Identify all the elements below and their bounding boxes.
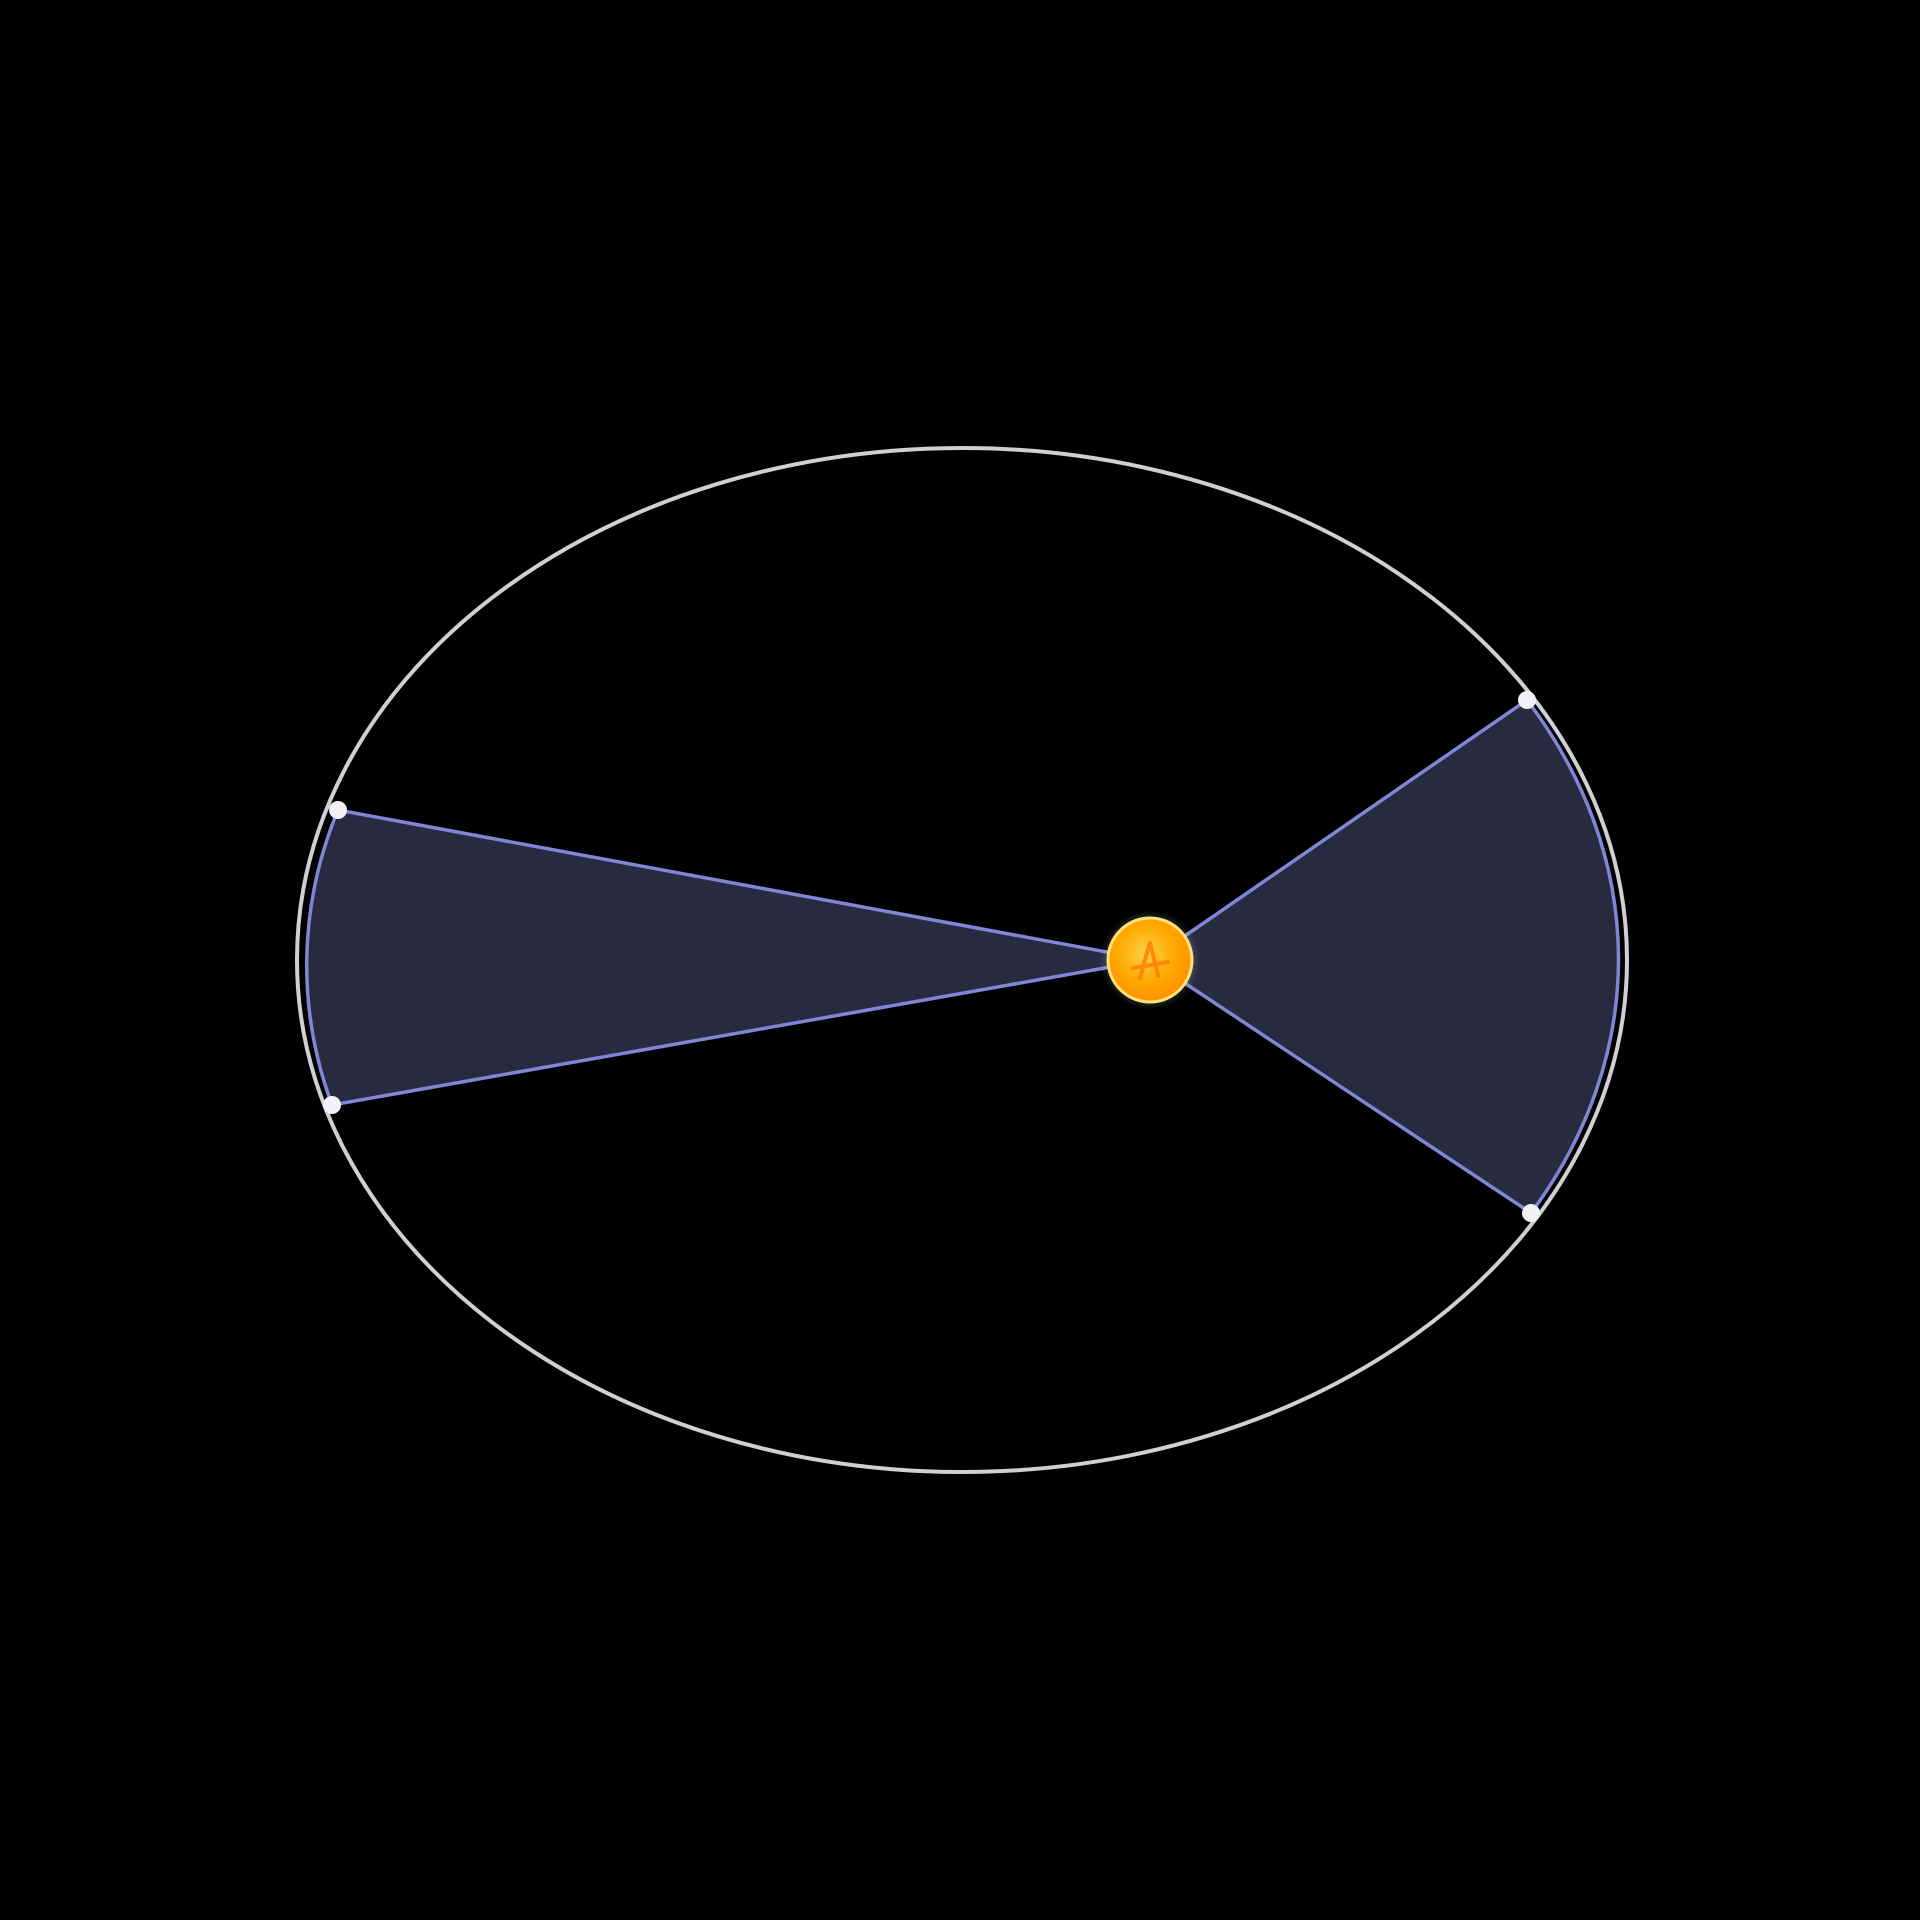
- planet-dot-icon: [323, 1096, 341, 1114]
- planet-dot-icon: [1522, 1204, 1540, 1222]
- planet-positions: [323, 691, 1540, 1222]
- planet-dot-icon: [1518, 691, 1536, 709]
- equal-area-sector-left: [304, 808, 1152, 1107]
- planet-dot-icon: [329, 801, 347, 819]
- equal-area-sector-right: [1148, 698, 1621, 1215]
- orbit-ellipse: [295, 446, 1629, 1474]
- sun-icon: [1100, 910, 1200, 1010]
